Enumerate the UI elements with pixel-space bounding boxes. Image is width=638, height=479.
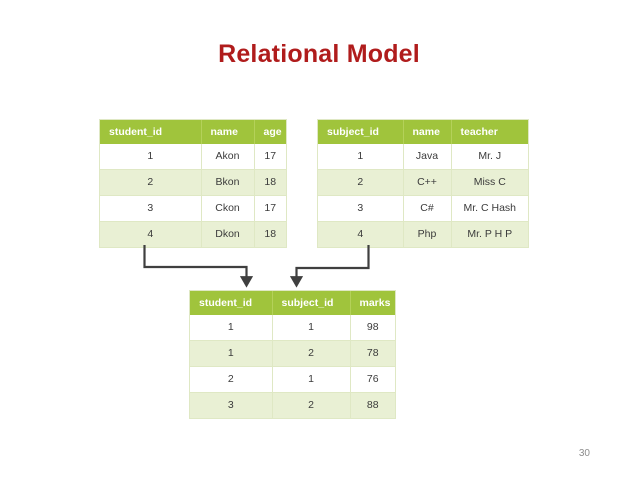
page-title: Relational Model (218, 40, 420, 68)
student-table: student_id name age 1 Akon 17 2 Bkon 18 … (100, 120, 286, 247)
cell-subject-id: 4 (318, 221, 404, 247)
table-row: 2 C++ Miss C (318, 169, 528, 196)
cell-subject-id: 1 (272, 366, 351, 393)
cell-name: Php (403, 221, 452, 247)
table-header-row: subject_id name teacher (318, 120, 528, 144)
cell-marks: 98 (350, 315, 395, 341)
cell-marks: 76 (350, 366, 395, 393)
table-row: 4 Dkon 18 (100, 221, 286, 247)
cell-student-id: 3 (190, 392, 273, 418)
cell-subject-id: 2 (318, 169, 404, 196)
subject-table: subject_id name teacher 1 Java Mr. J 2 C… (318, 120, 528, 247)
cell-name: C# (403, 195, 452, 222)
cell-student-id: 1 (190, 340, 273, 367)
column-header-subject-id: subject_id (272, 291, 351, 315)
table-row: 1 2 78 (190, 340, 395, 367)
cell-age: 17 (254, 144, 286, 170)
page-number: 30 (578, 448, 590, 459)
cell-student-id: 2 (190, 366, 273, 393)
table-row: 4 Php Mr. P H P (318, 221, 528, 247)
table-row: 1 1 98 (190, 315, 395, 341)
table-row: 3 C# Mr. C Hash (318, 195, 528, 222)
column-header-subject-id: subject_id (318, 120, 404, 144)
cell-student-id: 2 (100, 169, 202, 196)
table-row: 1 Java Mr. J (318, 144, 528, 170)
cell-age: 18 (254, 169, 286, 196)
cell-name: Akon (201, 144, 255, 170)
table-row: 2 1 76 (190, 366, 395, 393)
cell-subject-id: 2 (272, 392, 351, 418)
cell-student-id: 3 (100, 195, 202, 222)
cell-marks: 78 (350, 340, 395, 367)
table-row: 1 Akon 17 (100, 144, 286, 170)
cell-name: Bkon (201, 169, 255, 196)
cell-subject-id: 1 (272, 315, 351, 341)
table-header-row: student_id subject_id marks (190, 291, 395, 315)
column-header-age: age (254, 120, 286, 144)
table-row: 2 Bkon 18 (100, 169, 286, 196)
marks-table: student_id subject_id marks 1 1 98 1 2 7… (190, 291, 395, 418)
table-row: 3 2 88 (190, 392, 395, 418)
table-header-row: student_id name age (100, 120, 286, 144)
cell-teacher: Mr. J (451, 144, 528, 170)
cell-name: Ckon (201, 195, 255, 222)
column-header-name: name (201, 120, 255, 144)
cell-student-id: 1 (190, 315, 273, 341)
cell-name: Dkon (201, 221, 255, 247)
cell-age: 18 (254, 221, 286, 247)
cell-name: Java (403, 144, 452, 170)
cell-teacher: Mr. P H P (451, 221, 528, 247)
student-id-foreign-key-arrow (143, 245, 254, 288)
column-header-student-id: student_id (190, 291, 273, 315)
cell-name: C++ (403, 169, 452, 196)
column-header-marks: marks (350, 291, 395, 315)
table-row: 3 Ckon 17 (100, 195, 286, 222)
cell-student-id: 4 (100, 221, 202, 247)
cell-age: 17 (254, 195, 286, 222)
cell-marks: 88 (350, 392, 395, 418)
cell-teacher: Miss C (451, 169, 528, 196)
cell-subject-id: 2 (272, 340, 351, 367)
cell-subject-id: 1 (318, 144, 404, 170)
cell-student-id: 1 (100, 144, 202, 170)
subject-id-foreign-key-arrow (289, 245, 370, 288)
column-header-student-id: student_id (100, 120, 202, 144)
column-header-name: name (403, 120, 452, 144)
column-header-teacher: teacher (451, 120, 528, 144)
cell-teacher: Mr. C Hash (451, 195, 528, 222)
cell-subject-id: 3 (318, 195, 404, 222)
